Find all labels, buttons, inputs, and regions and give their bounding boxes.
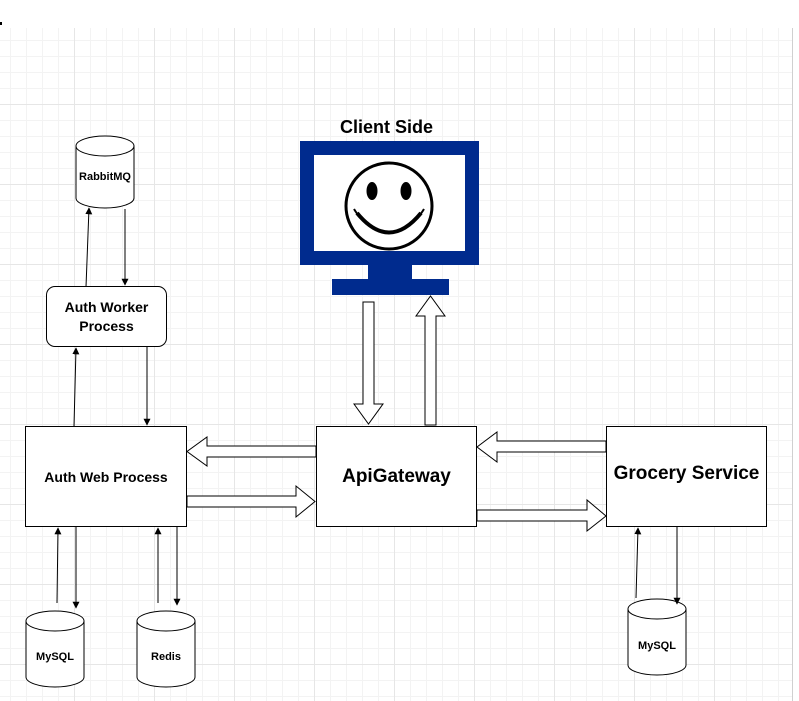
api-gateway-box[interactable]: ApiGateway xyxy=(316,426,477,527)
block-arrow-gateway-to-grocery xyxy=(476,498,607,533)
auth-worker-process-box[interactable]: Auth Worker Process xyxy=(46,286,167,347)
mysql-auth-cylinder[interactable] xyxy=(25,610,85,688)
arrow-mysql-to-authweb xyxy=(54,527,62,604)
arrow-worker-to-rabbitmq xyxy=(85,207,93,288)
block-arrow-client-to-gateway xyxy=(353,301,384,425)
grocery-service-label: Grocery Service xyxy=(613,463,760,484)
client-side-title: Client Side xyxy=(340,117,434,137)
canvas-right-edge xyxy=(792,28,799,701)
monitor-smiley-icon[interactable] xyxy=(300,141,479,295)
block-arrow-grocery-to-gateway xyxy=(476,431,607,463)
block-arrow-gateway-to-authweb xyxy=(186,436,317,467)
rabbitmq-cylinder[interactable] xyxy=(75,135,135,209)
block-arrow-authweb-to-gateway xyxy=(186,484,316,519)
arrow-authweb-to-worker xyxy=(72,347,80,427)
redis-label: Redis xyxy=(151,651,181,663)
auth-web-process-box[interactable]: Auth Web Process xyxy=(25,426,187,527)
auth-web-process-label: Auth Web Process xyxy=(44,468,168,485)
grid-background xyxy=(0,28,799,701)
block-arrow-gateway-to-client xyxy=(415,295,446,426)
redis-cylinder[interactable] xyxy=(136,610,196,688)
arrow-mysql-to-grocery xyxy=(634,527,642,599)
mysql-grocery-label: MySQL xyxy=(638,640,676,652)
mysql-grocery-cylinder[interactable] xyxy=(627,598,687,676)
auth-worker-process-label: Auth Worker Process xyxy=(64,298,149,334)
mysql-auth-label: MySQL xyxy=(36,651,74,663)
rabbitmq-label: RabbitMQ xyxy=(79,171,131,183)
top-strip xyxy=(0,0,799,28)
corner-mark xyxy=(0,22,2,25)
api-gateway-label: ApiGateway xyxy=(342,465,451,487)
grocery-service-box[interactable]: Grocery Service xyxy=(606,426,767,527)
